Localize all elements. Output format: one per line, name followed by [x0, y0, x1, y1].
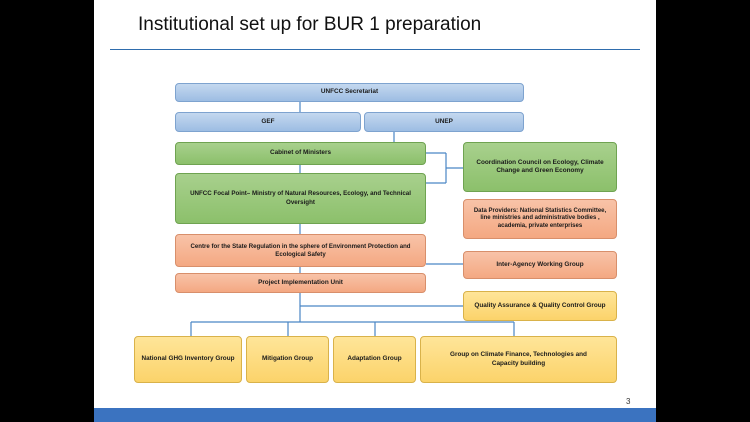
box-mitigation-group: Mitigation Group [246, 336, 329, 383]
box-inter-agency-working-group: Inter-Agency Working Group [463, 251, 617, 279]
footer-bar [94, 408, 656, 422]
box-coordination-council: Coordination Council on Ecology, Climate… [463, 142, 617, 192]
box-adaptation-group: Adaptation Group [333, 336, 416, 383]
box-national-ghg-inventory-group: National GHG Inventory Group [134, 336, 242, 383]
box-cabinet-of-ministers: Cabinet of Ministers [175, 142, 426, 165]
box-unfcc-focal-point: UNFCC Focal Point– Ministry of Natural R… [175, 173, 426, 224]
slide-title: Institutional set up for BUR 1 preparati… [138, 14, 482, 35]
page-number: 3 [626, 397, 631, 406]
box-qa-qc-group: Quality Assurance & Quality Control Grou… [463, 291, 617, 321]
box-gef: GEF [175, 112, 361, 132]
connector-lines [190, 102, 515, 336]
box-data-providers: Data Providers: National Statistics Comm… [463, 199, 617, 239]
box-unfcc-secretariat: UNFCC Secretariat [175, 83, 524, 102]
title-rule [110, 49, 640, 50]
box-unep: UNEP [364, 112, 524, 132]
box-centre-state-regulation: Centre for the State Regulation in the s… [175, 234, 426, 267]
slide: Institutional set up for BUR 1 preparati… [94, 0, 656, 422]
box-climate-finance-group: Group on Climate Finance, Technologies a… [420, 336, 617, 383]
box-project-implementation-unit: Project Implementation Unit [175, 273, 426, 293]
